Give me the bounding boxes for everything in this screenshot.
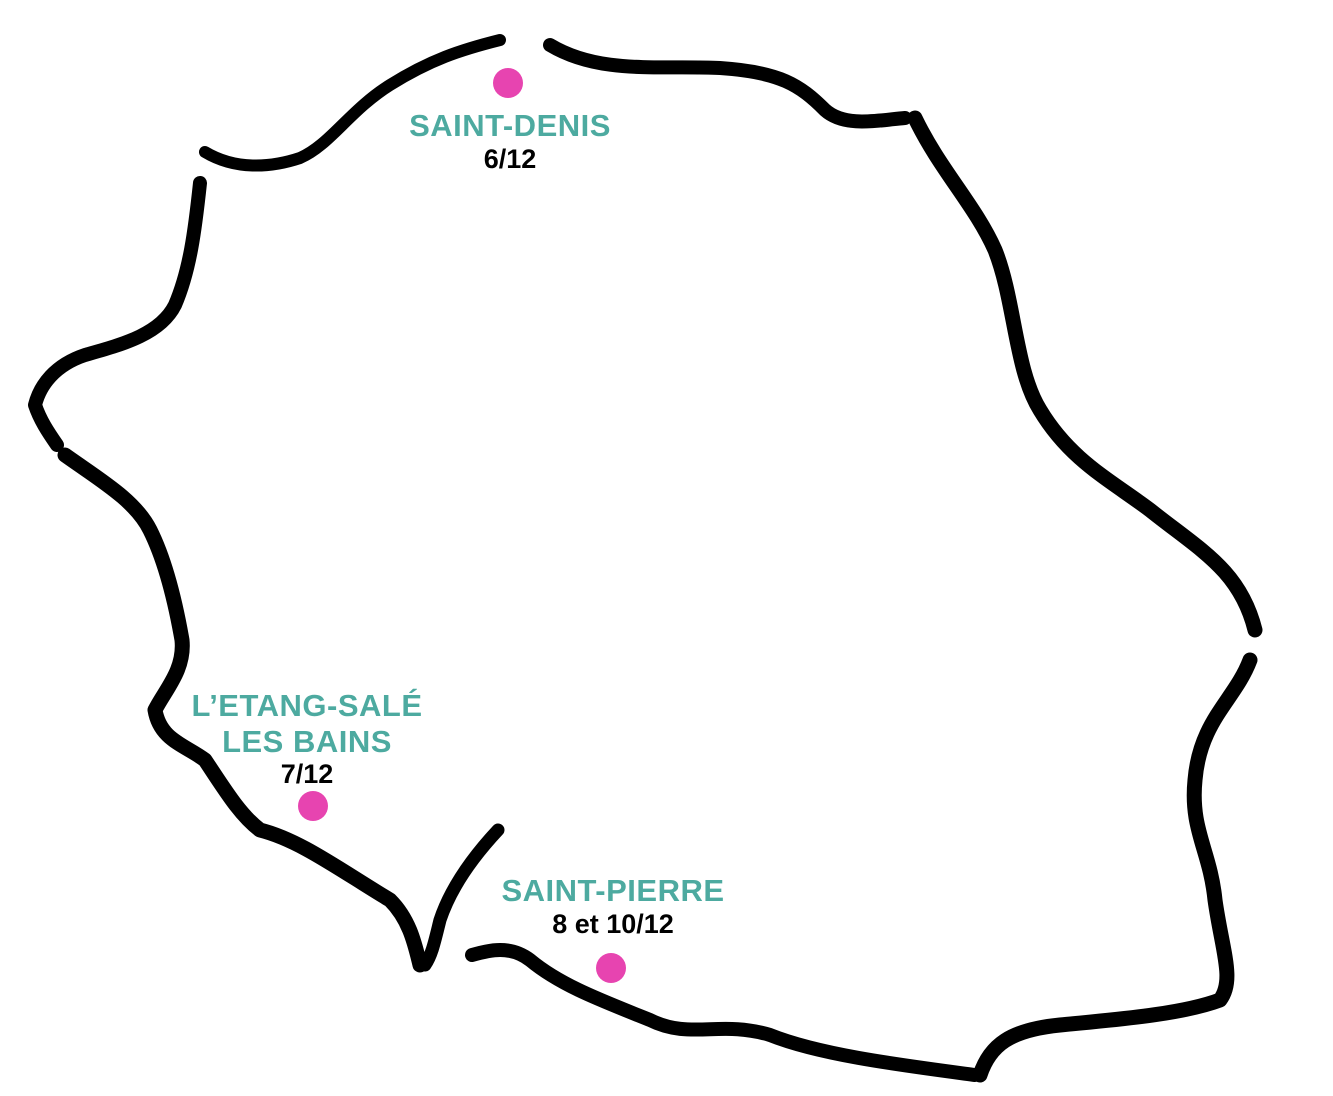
marker-saint-pierre[interactable] [596,953,626,983]
place-name-saint-denis: SAINT-DENIS [380,108,640,144]
coastline-segment-north-east [543,38,912,129]
place-date-etang-sale: 7/12 [280,759,334,790]
place-name-line: LES BAINS [222,723,392,759]
place-name-saint-pierre: SAINT-PIERRE [483,873,743,909]
coastline [28,34,1263,1083]
place-name-line: L’ETANG-SALÉ [191,688,423,723]
label-saint-denis: SAINT-DENIS 6/12 [380,108,640,175]
marker-etang-sale[interactable] [298,791,328,821]
label-etang-sale: L’ETANG-SALÉ LES BAINS 7/12 [167,688,447,790]
coastline-segment-west [57,447,428,973]
label-saint-pierre: SAINT-PIERRE 8 et 10/12 [483,873,743,940]
place-date-saint-pierre: 8 et 10/12 [552,908,674,939]
coastline-segment-east [907,110,1263,638]
coastline-segment-north [199,34,506,172]
marker-saint-denis[interactable] [493,68,523,98]
place-name-line: SAINT-DENIS [409,108,611,143]
coastline-segment-north-west [28,176,207,452]
place-date-saint-denis: 6/12 [483,143,537,174]
place-name-etang-sale: L’ETANG-SALÉ LES BAINS [167,688,447,759]
coastline-segment-south-east [972,652,1258,1083]
coastline-segment-notch [418,823,505,972]
place-name-line: SAINT-PIERRE [501,873,725,908]
coastline-segment-south [465,943,982,1082]
